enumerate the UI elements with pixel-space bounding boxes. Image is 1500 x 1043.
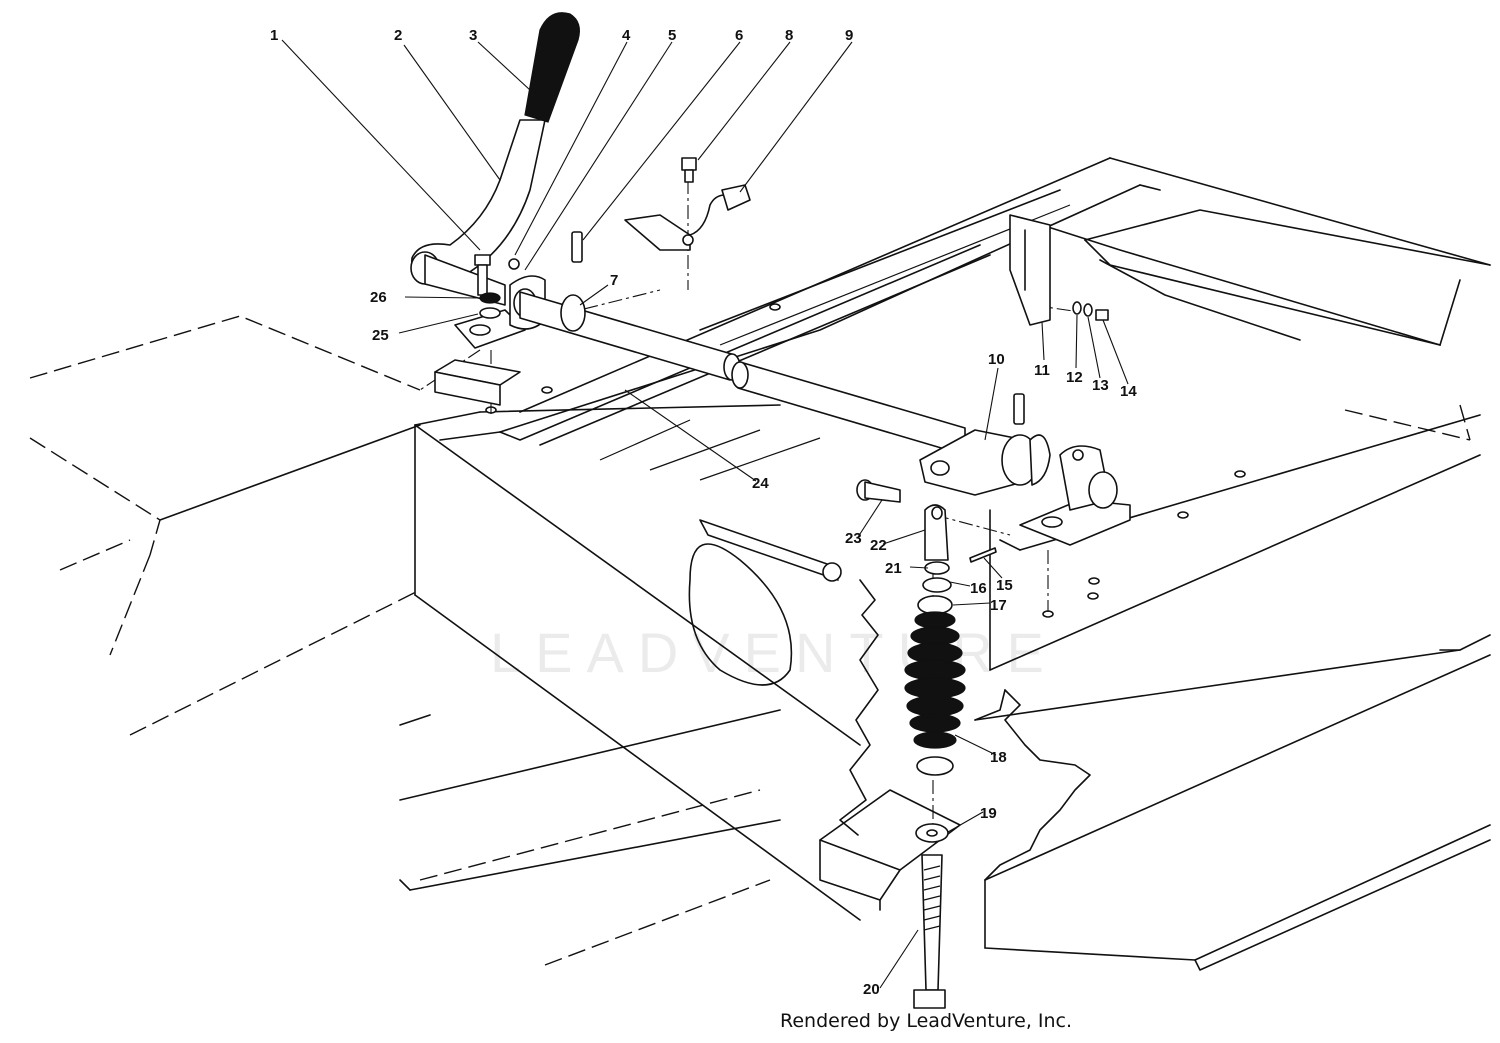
callout-15: 15 <box>996 577 1013 594</box>
grease-fitting-4 <box>508 258 520 270</box>
clevis-22 <box>924 504 949 561</box>
washer-19 <box>915 823 949 843</box>
callout-21: 21 <box>885 560 902 577</box>
callout-16: 16 <box>970 580 987 597</box>
leader-lines <box>281 39 1129 989</box>
callout-12: 12 <box>1066 369 1083 386</box>
mounting-holes <box>485 303 1246 618</box>
spring-18 <box>904 595 966 776</box>
callout-labels: 1 2 3 4 5 6 7 8 9 10 11 12 13 14 15 16 1… <box>270 27 1137 998</box>
frame-outline <box>29 157 1491 971</box>
callout-20: 20 <box>863 981 880 998</box>
lever-grip <box>524 12 580 123</box>
callout-23: 23 <box>845 530 862 547</box>
callout-13: 13 <box>1092 377 1109 394</box>
clevis-pin-23 <box>856 479 901 503</box>
switch-9 <box>624 184 751 251</box>
callout-1: 1 <box>270 27 278 44</box>
left-support-block <box>434 359 521 406</box>
callout-11: 11 <box>1034 362 1050 379</box>
callout-17: 17 <box>990 597 1007 614</box>
callout-9: 9 <box>845 27 853 44</box>
right-pivot-bracket <box>1019 445 1131 546</box>
callout-5: 5 <box>668 27 676 44</box>
callout-3: 3 <box>469 27 477 44</box>
callout-14: 14 <box>1120 383 1137 400</box>
bracket-11 <box>1009 214 1051 326</box>
callout-6: 6 <box>735 27 743 44</box>
nut-21-washer-16 <box>922 561 952 593</box>
fasteners-12-14 <box>1072 301 1109 321</box>
roll-pin-6 <box>571 231 583 263</box>
screw-8 <box>681 157 697 183</box>
right-pivot-arm <box>919 429 1051 496</box>
callout-2: 2 <box>394 27 402 44</box>
callout-4: 4 <box>622 27 631 44</box>
callout-26: 26 <box>370 289 387 306</box>
bolt-20 <box>913 854 946 1009</box>
callout-10: 10 <box>988 351 1005 368</box>
callout-25: 25 <box>372 327 389 344</box>
cotter-pin-15 <box>969 547 997 563</box>
callout-24: 24 <box>752 475 769 492</box>
lift-shaft <box>519 291 966 456</box>
washers-25-26 <box>479 292 501 319</box>
callout-22: 22 <box>870 537 887 554</box>
callout-7: 7 <box>610 272 618 289</box>
credit-text: Rendered by LeadVenture, Inc. <box>780 1010 1073 1032</box>
callout-18: 18 <box>990 749 1007 766</box>
callout-8: 8 <box>785 27 793 44</box>
bolt-1 <box>474 254 491 296</box>
roll-pin-right <box>1013 393 1025 425</box>
callout-19: 19 <box>980 805 997 822</box>
